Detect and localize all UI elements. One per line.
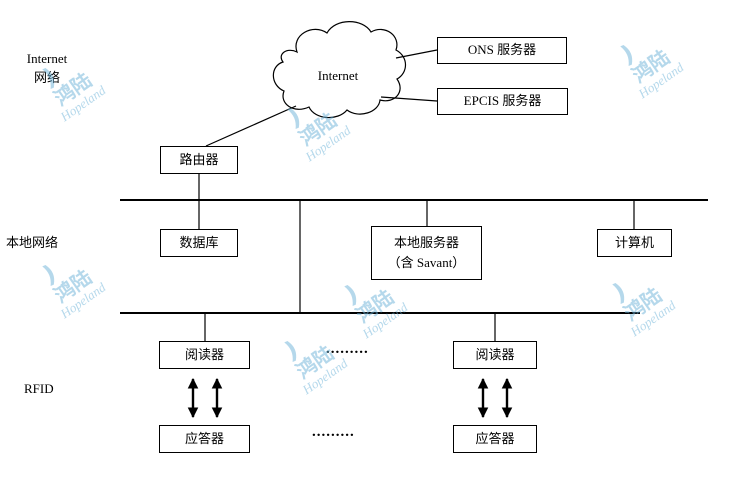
ellipsis-readers: .........	[326, 341, 369, 357]
node-router: 路由器	[160, 146, 238, 174]
label-local-network: 本地网络	[6, 235, 59, 250]
internet-cloud-label: Internet	[317, 68, 359, 83]
node-computer: 计算机	[597, 229, 672, 257]
node-database: 数据库	[160, 229, 238, 257]
ellipsis-transponders: .........	[312, 424, 355, 440]
node-local-server-line2: （含 Savant）	[387, 255, 466, 270]
node-transponder-left: 应答器	[159, 425, 250, 453]
node-local-server-line1: 本地服务器	[393, 234, 459, 250]
node-ons-server: ONS 服务器	[437, 37, 567, 64]
label-internet-network-line2: 网络	[33, 69, 60, 85]
link-cloud-ons	[395, 49, 438, 59]
node-reader-left: 阅读器	[159, 341, 250, 369]
internet-cloud-shape	[272, 21, 407, 119]
label-rfid: RFID	[24, 381, 54, 396]
link-cloud-router	[205, 105, 297, 147]
node-reader-right: 阅读器	[453, 341, 537, 369]
node-local-server: 本地服务器 （含 Savant）	[371, 226, 482, 280]
label-internet-network-line1: Internet	[26, 51, 68, 66]
label-internet-network: Internet 网络	[18, 50, 76, 88]
node-transponder-right: 应答器	[453, 425, 537, 453]
node-epcis-server: EPCIS 服务器	[437, 88, 568, 115]
link-cloud-epcis	[380, 96, 438, 102]
